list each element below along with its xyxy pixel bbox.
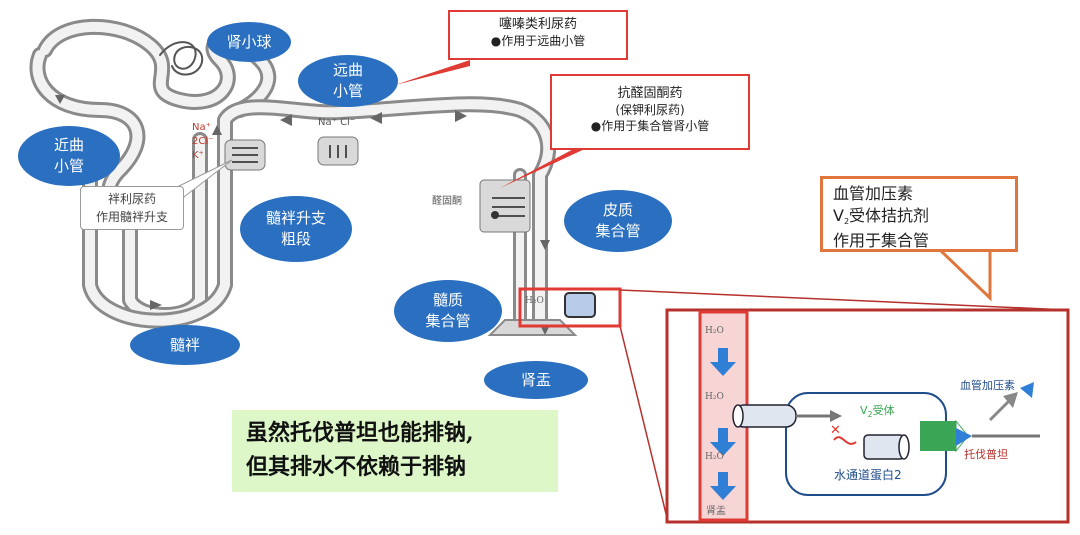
callout-aldosterone-antagonist: 抗醛固酮药 (保钾利尿药) ●作用于集合管肾小管 [550, 74, 750, 150]
loop-title: 袢利尿药 [107, 192, 156, 206]
oval-distal-tubule: 远曲 小管 [298, 55, 398, 107]
inset-aquaporin-label: 水通道蛋白2 [834, 468, 902, 482]
vaso-line2-post: 受体拮抗剂 [849, 206, 930, 225]
label-k: K⁺ [192, 150, 204, 161]
oval-proximal-tubule: 近曲 小管 [18, 126, 120, 186]
inset-vasopressin-label: 血管加压素 [960, 379, 1015, 392]
inset-h2o-3: H₂O [705, 452, 724, 462]
label-h2o-small: H₂O [525, 296, 544, 306]
aldo-note: ●作用于集合管肾小管 [590, 119, 710, 133]
label-nacl: Na⁺ Cl⁻ [318, 117, 356, 128]
vaso-line2: V 受体拮抗剂 [833, 205, 1005, 230]
oval-glomerulus: 肾小球 [207, 22, 291, 62]
vaso-line1: 血管加压素 [833, 184, 914, 203]
inset-pelvis: 肾盂 [706, 506, 726, 517]
aldo-sub: (保钾利尿药) [615, 103, 685, 117]
label-na: Na⁺ [192, 122, 211, 133]
inset-h2o-1: H₂O [705, 326, 724, 336]
inset-blocked-x: ✕ [830, 423, 841, 438]
loop-note: 作用髓袢升支 [95, 210, 168, 224]
oval-loop-of-henle: 髓袢 [130, 325, 240, 365]
v2-pre: V [860, 404, 868, 417]
label-aldosterone: 醛固酮 [432, 196, 462, 207]
oval-cortical-collecting-duct: 皮质 集合管 [564, 190, 672, 252]
aldo-title: 抗醛固酮药 [617, 86, 683, 101]
callout-v2-antagonist: 血管加压素 V 受体拮抗剂 作用于集合管 [820, 176, 1018, 252]
inset-h2o-2: H₂O [705, 392, 724, 402]
inset-v2-receptor: V 受体 [860, 402, 895, 418]
oval-thick-ascending-limb: 髓袢升支 粗段 [240, 196, 352, 262]
thiazide-note: ●作用于远曲小管 [490, 34, 586, 48]
summary-box: 虽然托伐普坦也能排钠, 但其排水不依赖于排钠 [232, 410, 558, 492]
summary-line2: 但其排水不依赖于排钠 [246, 454, 467, 480]
oval-medullary-collecting-duct: 髓质 集合管 [394, 280, 502, 342]
label-2cl: 2Cl⁻ [192, 136, 214, 147]
vaso-line3: 作用于集合管 [833, 231, 930, 250]
v2-post: 受体 [872, 404, 895, 417]
vaso-line2-pre: V [833, 206, 844, 225]
callout-loop-diuretic: 袢利尿药 作用髓袢升支 [80, 186, 184, 230]
summary-line1: 虽然托伐普坦也能排钠, [246, 420, 474, 446]
thiazide-title: 噻嗪类利尿药 [498, 17, 577, 32]
inset-tolvaptan-label: 托伐普坦 [964, 448, 1008, 461]
callout-thiazide: 噻嗪类利尿药 ●作用于远曲小管 [448, 10, 628, 60]
oval-renal-pelvis: 肾盂 [484, 361, 588, 399]
